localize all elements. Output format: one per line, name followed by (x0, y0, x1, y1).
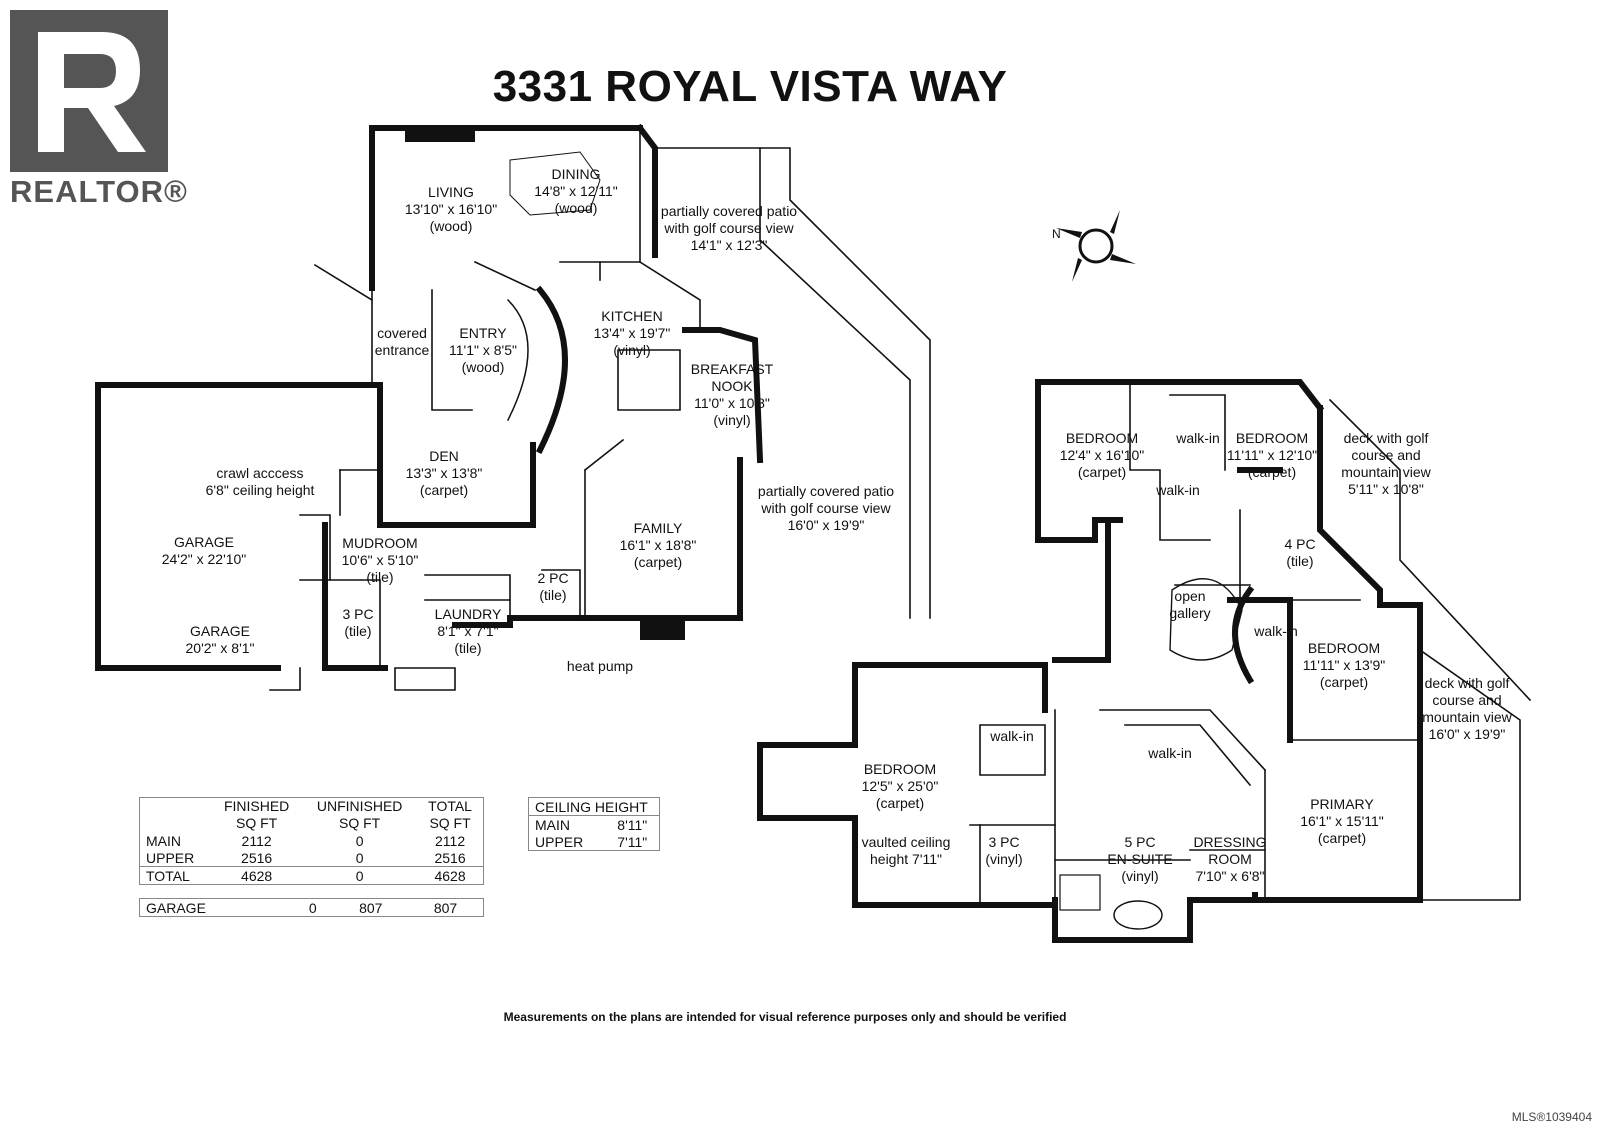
room-label-walk-in-e: walk-in (1148, 745, 1192, 761)
room-label-walk-in-a: walk-in (1176, 430, 1220, 446)
mls-number: MLS®1039404 (1511, 1110, 1592, 1124)
room-label-bath-4pc: 4 PC(tile) (1284, 536, 1316, 569)
room-label-walk-in-c: walk-in (1254, 623, 1298, 639)
compass-rose (1056, 210, 1136, 282)
room-label-powder-2pc: 2 PC(tile) (537, 570, 569, 603)
ceiling-table-header: CEILING HEIGHT (528, 798, 660, 816)
compass-label: N (1052, 227, 1061, 241)
ceiling-height-table: CEILING HEIGHT MAIN 8'11" UPPER 7'11" (528, 797, 660, 851)
table-row: GARAGE 0 807 807 (146, 899, 458, 916)
upper-floor-interior (969, 381, 1532, 906)
table-row: MAIN 2112 0 2112 (146, 832, 466, 849)
garage-area-table: GARAGE 0 807 807 (139, 898, 484, 917)
realtor-logo-text: REALTOR® (10, 174, 188, 209)
realtor-logo: REALTOR® (8, 8, 187, 209)
room-label-heat-pump: heat pump (566, 658, 634, 674)
realtor-logo-mark (10, 10, 168, 172)
table-row: UPPER 2516 0 2516 (146, 849, 466, 866)
disclaimer-text: Measurements on the plans are intended f… (503, 1010, 1067, 1024)
room-label-walk-in-b: walk-in (1156, 482, 1200, 498)
table-row: UPPER 7'11" (535, 833, 648, 850)
room-label-bath-3pc-main: 3 PC(tile) (342, 606, 374, 639)
room-label-bath-3pc-upper: 3 PC(vinyl) (985, 834, 1023, 867)
table-row: TOTAL 4628 0 4628 (139, 866, 484, 885)
room-label-walk-in-d: walk-in (990, 728, 1034, 744)
page-title: 3331 ROYAL VISTA WAY (492, 62, 1008, 111)
table-row: MAIN 8'11" (535, 816, 648, 833)
main-floor-interior (269, 127, 931, 691)
